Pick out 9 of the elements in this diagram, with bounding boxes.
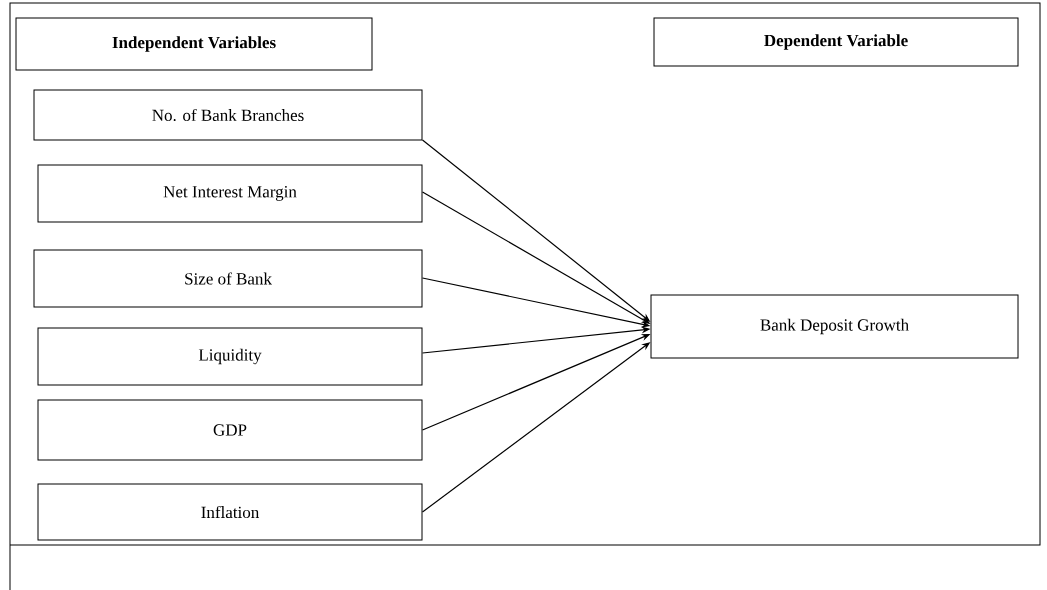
variable-box: Inflation [37,483,423,541]
variable-box: Size of Bank [33,249,423,308]
variable-box: GDP [37,399,423,461]
heading-box: Dependent Variable [653,17,1019,67]
variable-box: Bank Deposit Growth [650,294,1019,359]
heading-box: Independent Variables [15,17,373,71]
variable-box: No. of Bank Branches [33,89,423,141]
variable-box: Liquidity [37,327,423,386]
variable-box: Net Interest Margin [37,164,423,223]
